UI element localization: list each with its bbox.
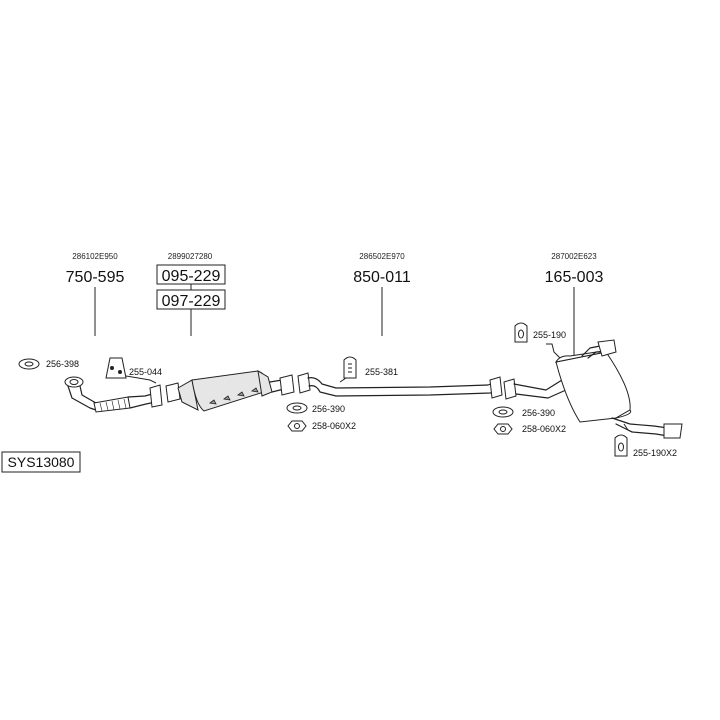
part-number-center-pipe[interactable]: 850-011 xyxy=(353,269,411,286)
accessory-hanger-mid[interactable]: 255-381 xyxy=(365,367,398,377)
center-pipe-front-flange xyxy=(297,372,311,394)
system-code: SYS13080 xyxy=(8,454,75,470)
oem-number-rear-muffler: 287002E623 xyxy=(551,252,597,261)
muffler-top-outlet xyxy=(597,339,617,357)
accessory-gasket-mid2[interactable]: 256-390 xyxy=(522,408,555,418)
center-pipe-rear-flange xyxy=(489,376,503,399)
accessory-gasket-mid1[interactable]: 256-390 xyxy=(312,404,345,414)
front-pipe-rear-flange xyxy=(149,384,163,408)
catalyst-converter[interactable] xyxy=(165,370,295,412)
accessory-hanger-front[interactable]: 255-044 xyxy=(129,367,162,377)
rear-muffler-front-flange xyxy=(503,378,517,400)
muffler-body xyxy=(555,351,631,423)
part-number-rear-muffler[interactable]: 165-003 xyxy=(545,269,604,286)
accessory-hanger-tail[interactable]: 255-190X2 xyxy=(633,448,677,458)
accessory-gasket-front[interactable]: 256-398 xyxy=(46,359,79,369)
part-number-catalyst-2[interactable]: 097-229 xyxy=(162,293,221,310)
flex-joint xyxy=(93,396,131,413)
front-pipe[interactable] xyxy=(64,376,163,413)
catalyst-body xyxy=(191,370,271,412)
catalyst-rear-flange xyxy=(279,374,295,396)
hanger-front-icon xyxy=(105,357,127,379)
part-number-front-pipe[interactable]: 750-595 xyxy=(66,269,125,286)
system-code-box xyxy=(1,451,81,473)
accessory-hanger-rear[interactable]: 255-190 xyxy=(533,330,566,340)
oem-number-front-pipe: 286102E950 xyxy=(72,252,118,261)
center-pipe[interactable] xyxy=(297,372,503,399)
muffler-tail-outlet xyxy=(663,423,683,439)
catalyst-front-flange xyxy=(165,382,181,403)
oem-number-center-pipe: 286502E970 xyxy=(359,252,405,261)
rear-muffler[interactable] xyxy=(503,339,683,439)
part-number-catalyst-1[interactable]: 095-229 xyxy=(162,268,221,285)
accessory-nut-mid1[interactable]: 258-060X2 xyxy=(312,421,356,431)
accessory-nut-mid2[interactable]: 258-060X2 xyxy=(522,424,566,434)
oem-number-catalyst: 2899027280 xyxy=(168,252,213,261)
